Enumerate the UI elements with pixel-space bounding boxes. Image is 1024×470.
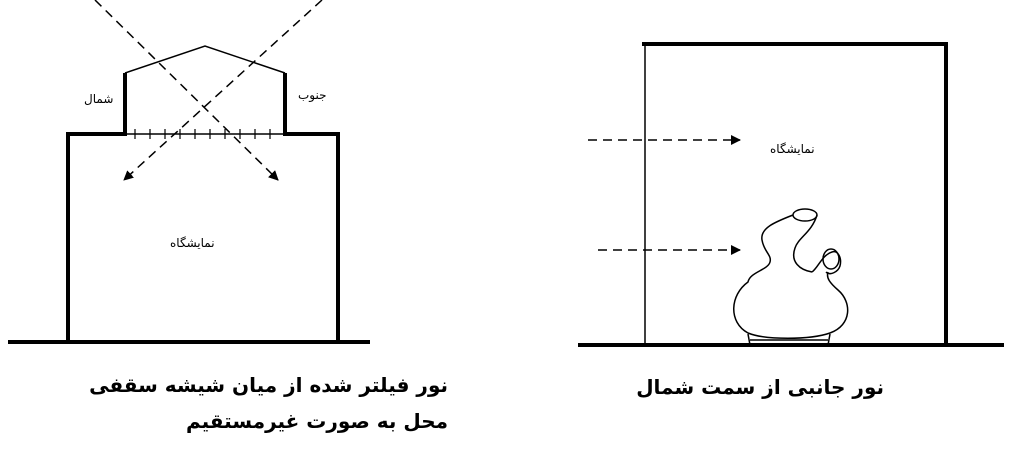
vase-sculpture — [733, 208, 849, 346]
caption-left-line1: نور فیلتر شده از میان شیشه سقفی — [89, 373, 448, 397]
label-gallery-right: نمایشگاه — [770, 142, 815, 156]
label-gallery-left: نمایشگاه — [170, 236, 215, 250]
left-building-outline — [66, 73, 127, 342]
caption-right: نور جانبی از سمت شمال — [636, 375, 884, 399]
right-roof-and-wall — [642, 42, 948, 345]
label-north: شمال — [84, 92, 114, 106]
left-light-ray-2 — [123, 0, 323, 181]
left-diagram — [8, 0, 370, 344]
label-south: جنوب — [298, 88, 327, 102]
caption-left-line2: محل به صورت غیرمستقیم — [185, 409, 448, 433]
left-building-outline-right — [283, 73, 340, 342]
left-ceiling-glass-ticks — [134, 129, 271, 139]
left-light-ray-1 — [94, 0, 279, 181]
left-roof — [124, 45, 286, 74]
right-diagram — [578, 42, 1004, 347]
